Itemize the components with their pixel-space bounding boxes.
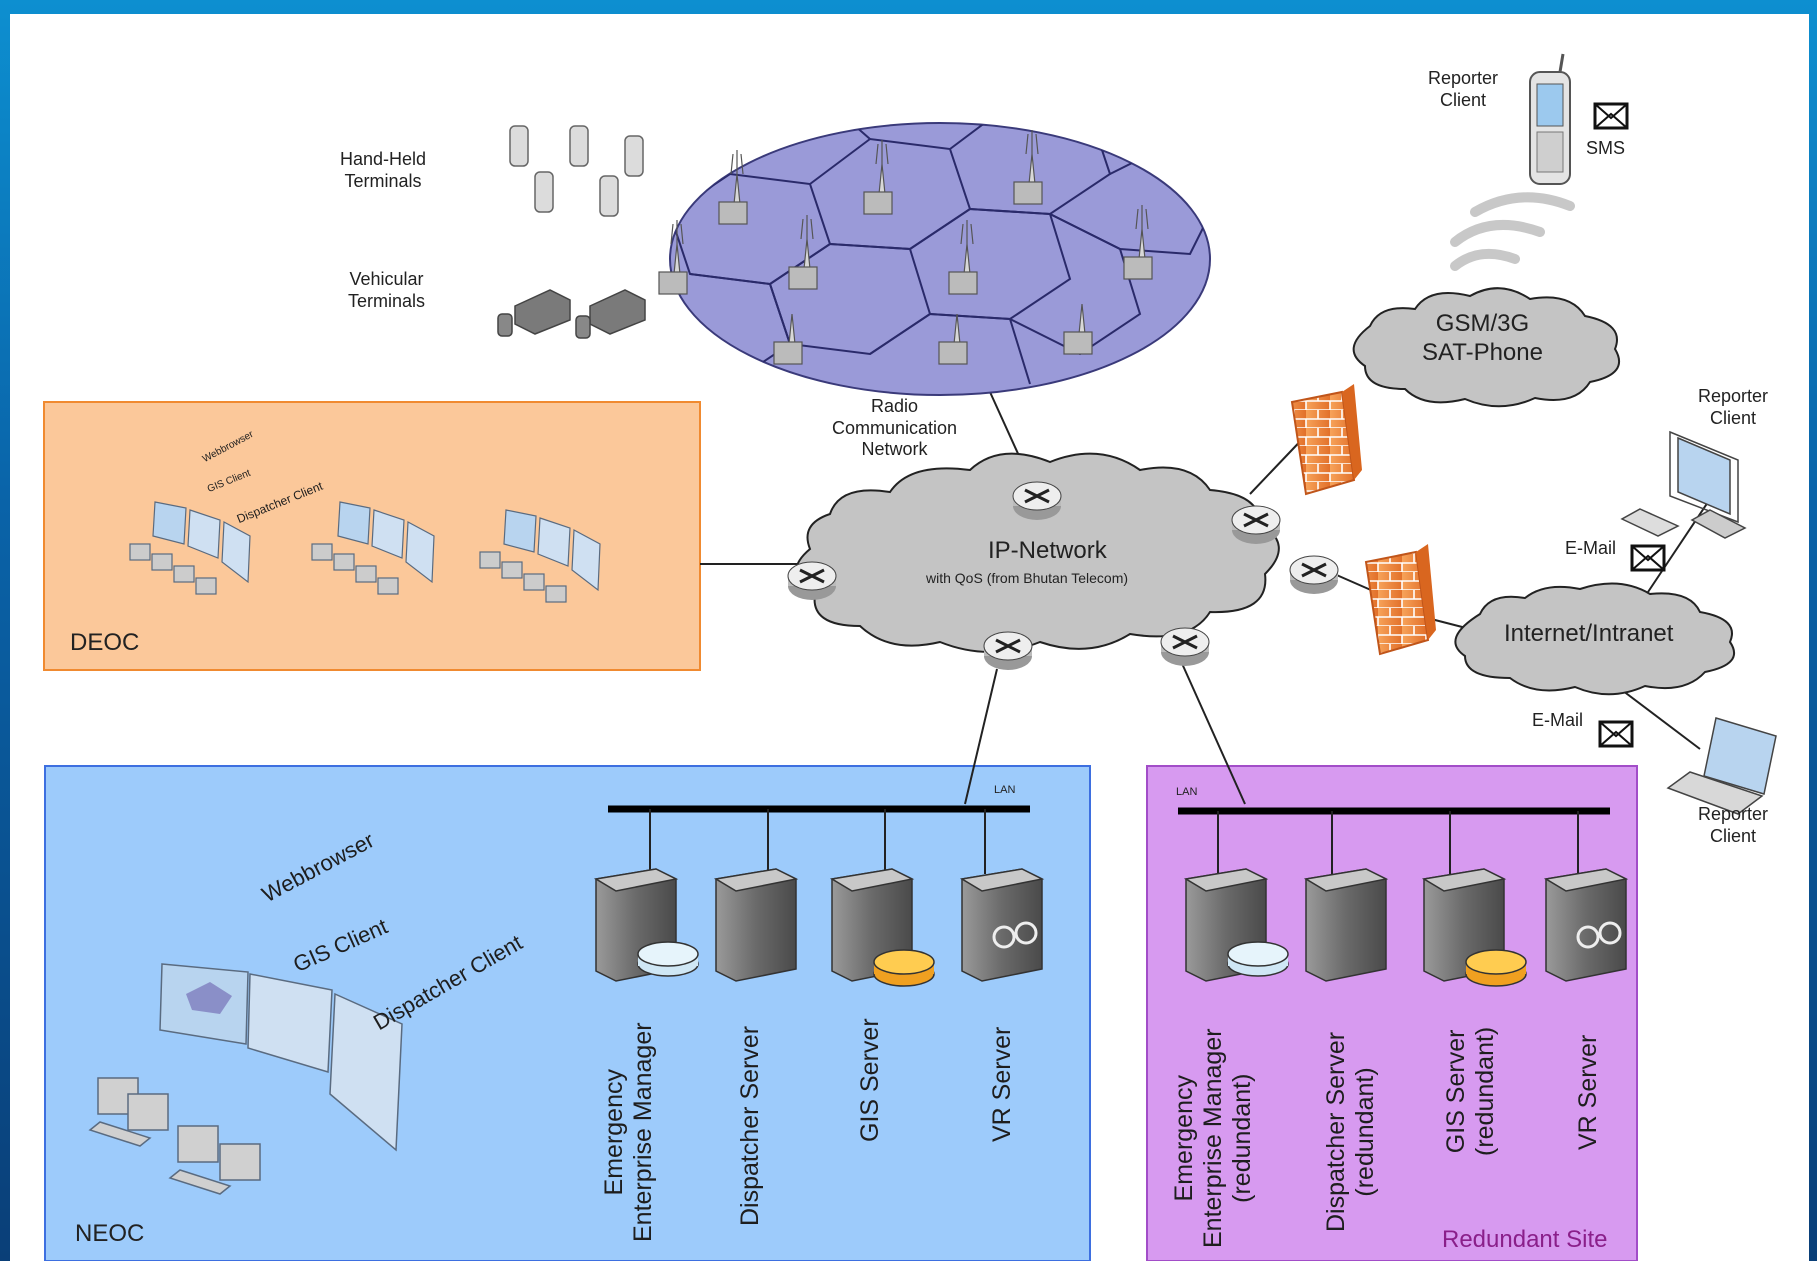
envelope-icon	[1630, 544, 1666, 572]
vehicular-terminals-icon	[497, 289, 646, 339]
reporter-client-label-right: Reporter Client	[1698, 386, 1769, 428]
neoc-server-icons	[593, 868, 1045, 987]
lan-drops	[649, 809, 1579, 874]
redundant-lan-label: LAN	[1176, 786, 1198, 798]
redundant-server-label: GIS Server (redundant)	[1442, 1026, 1499, 1156]
internet-intranet-label: Internet/Intranet	[1504, 620, 1674, 647]
redundant-server-label: VR Server	[1574, 1034, 1602, 1150]
vehicular-terminals-label: Vehicular Terminals	[348, 269, 426, 311]
reporter-client-label-top: Reporter Client	[1428, 68, 1499, 110]
neoc-lan-label: LAN	[994, 784, 1016, 796]
router-icons	[787, 481, 1339, 670]
redundant-site-label: Redundant Site	[1442, 1226, 1608, 1253]
reporter-phone-icon	[1529, 53, 1571, 185]
ip-network-subtitle: with QoS (from Bhutan Telecom)	[926, 570, 1129, 586]
gsm-cloud	[1352, 287, 1621, 408]
email-label-2: E-Mail	[1532, 710, 1584, 730]
desktop-computer-icon	[1620, 430, 1747, 539]
neoc-server-label: VR Server	[988, 1026, 1016, 1142]
handheld-terminals-label: Hand-Held Terminals	[340, 149, 427, 191]
envelope-icon	[1593, 102, 1629, 130]
internet-cloud	[1454, 582, 1736, 696]
envelope-icon	[1598, 720, 1634, 748]
sms-label: SMS	[1586, 138, 1626, 158]
neoc-workstation-icon	[88, 963, 403, 1195]
redundant-server-label: Emergency Enterprise Manager (redundant)	[1170, 1028, 1256, 1248]
neoc-label: NEOC	[75, 1220, 145, 1247]
redundant-site-zone	[1146, 765, 1638, 1261]
gsm-satphone-label: GSM/3G SAT-Phone	[1422, 310, 1543, 366]
redundant-server-icons	[1183, 868, 1629, 987]
wireless-signal-icon	[1450, 192, 1575, 271]
network-diagram: Hand-Held Terminals Vehicular Terminals …	[10, 14, 1809, 1261]
diagram-graphics	[43, 53, 1777, 1261]
redundant-server-label: Dispatcher Server (redundant)	[1322, 1031, 1379, 1232]
deoc-workstations-icon	[129, 501, 601, 603]
reporter-client-label-bottom: Reporter Client	[1698, 804, 1769, 846]
email-label-1: E-Mail	[1565, 538, 1617, 558]
neoc-server-label: GIS Server	[856, 1018, 884, 1142]
neoc-server-label: Emergency Enterprise Manager	[600, 1022, 657, 1242]
neoc-server-label: Dispatcher Server	[736, 1025, 764, 1226]
ip-network-cloud	[795, 452, 1280, 653]
antenna-towers	[658, 130, 1153, 365]
radio-network-label: Radio Communication Network	[832, 396, 958, 460]
handheld-terminals-icon	[509, 125, 644, 217]
laptop-icon	[1666, 717, 1777, 815]
ip-network-title: IP-Network	[988, 537, 1107, 564]
radio-network-graphic	[658, 122, 1211, 396]
firewall-icons	[1290, 384, 1436, 656]
deoc-label: DEOC	[70, 629, 140, 656]
